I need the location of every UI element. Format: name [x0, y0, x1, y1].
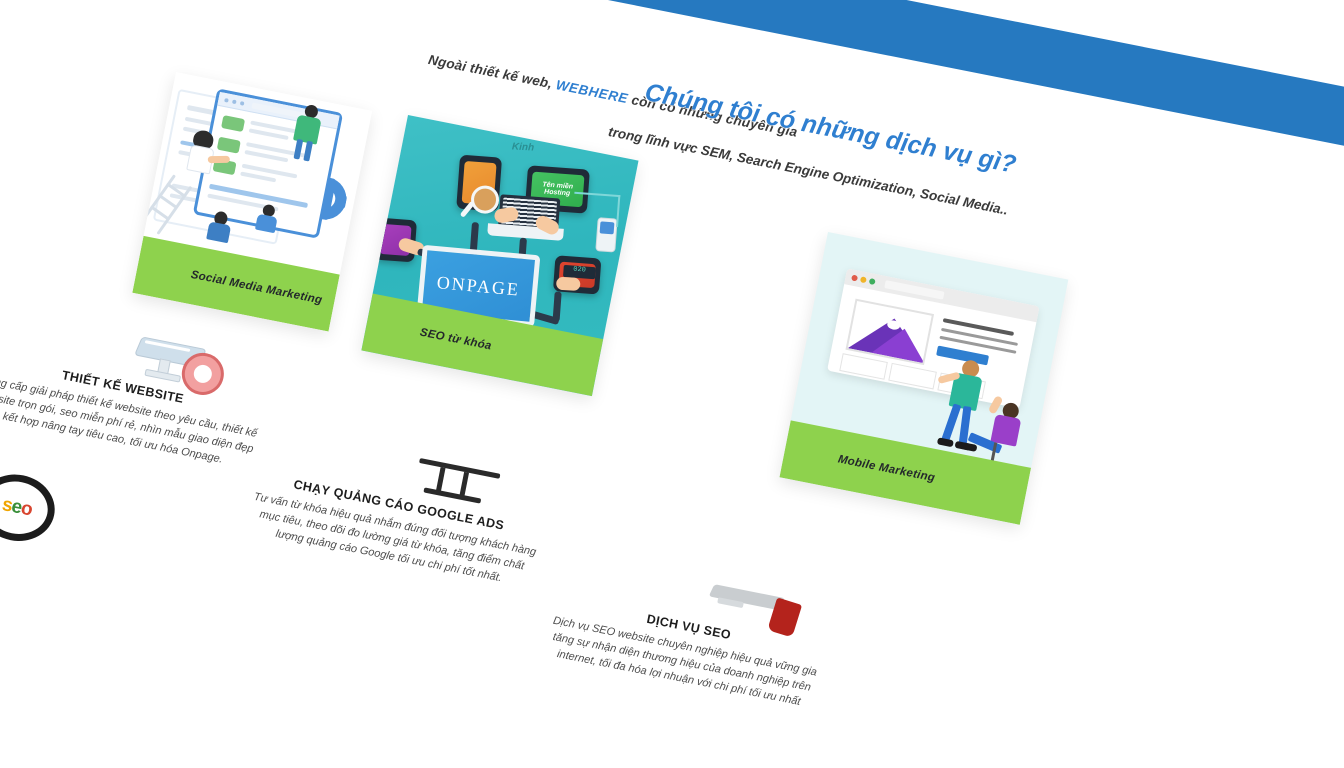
page-title: Chúng tôi có những dịch vụ gì?	[642, 78, 1019, 179]
connector-line	[572, 191, 621, 228]
card-seo-tu-khoa[interactable]: Kinh Tên miền Hosting 020	[361, 115, 639, 397]
card-label-mobile-marketing: Mobile Marketing	[836, 453, 937, 485]
browser-window-illustration	[827, 268, 1040, 409]
service-block-google-ads: CHẠY QUẢNG CÁO GOOGLE ADS Tư vấn từ khóa…	[245, 470, 543, 593]
lead-prefix: Ngoài thiết kế web,	[427, 52, 554, 92]
card-social-media-marketing[interactable]: Social Media Marketing	[132, 72, 373, 332]
cable	[552, 291, 562, 322]
card-corner-text: Kinh	[511, 141, 535, 154]
card-mobile-marketing[interactable]: Mobile Marketing	[779, 232, 1069, 525]
seo-magnifier-text: seo	[0, 494, 34, 521]
service-block-thiet-ke-website: THIẾT KẾ WEBSITE Cung cấp giải pháp thiế…	[0, 352, 266, 475]
tablet-text-line2: Hosting	[543, 188, 571, 198]
monitor-screen-text: ONPAGE	[436, 271, 521, 300]
image-placeholder	[845, 298, 935, 366]
brand-name: WEBHERE	[554, 77, 630, 107]
card-label-social-media-marketing: Social Media Marketing	[189, 268, 324, 307]
magnifier-ring: seo	[0, 468, 61, 548]
hand-illustration	[555, 276, 581, 292]
card-label-seo-tu-khoa: SEO từ khóa	[418, 326, 493, 353]
card-banner: Social Media Marketing	[132, 235, 340, 332]
